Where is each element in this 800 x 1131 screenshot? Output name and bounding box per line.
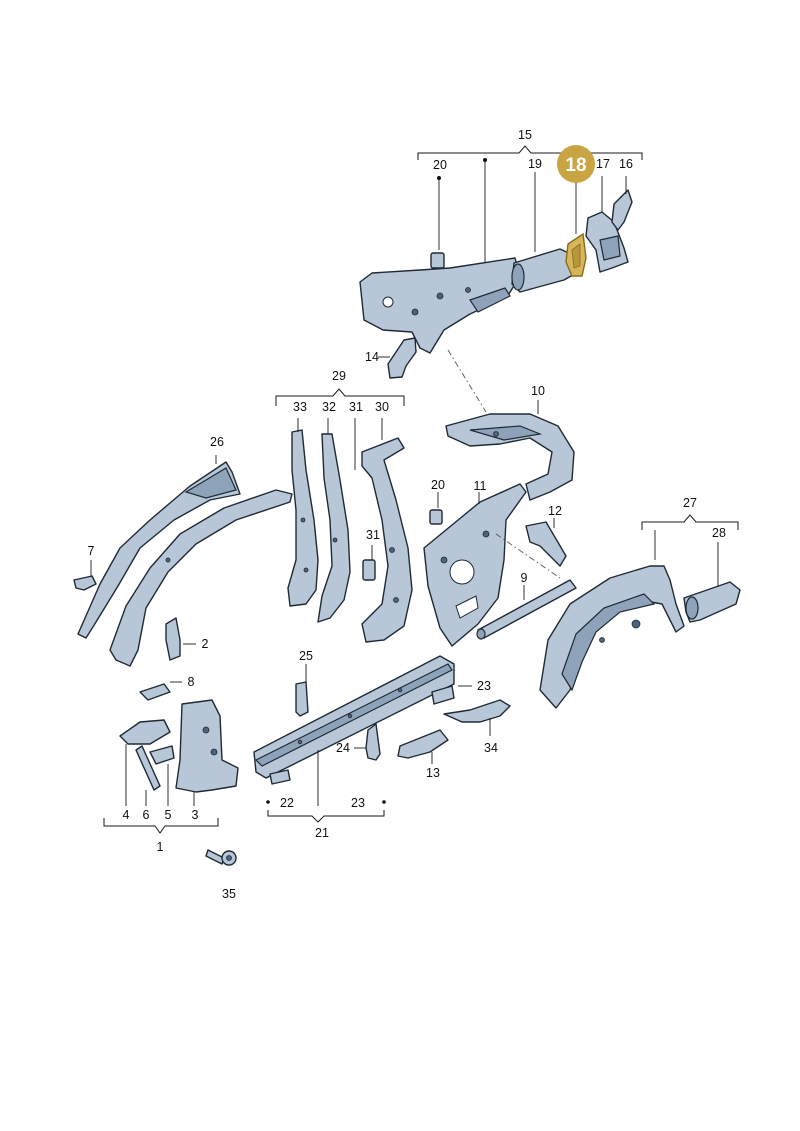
- part-21-sill-panel[interactable]: [253, 655, 455, 806]
- label-2[interactable]: 2: [202, 637, 209, 651]
- part-28-rear-extension[interactable]: 28: [683, 526, 741, 623]
- part-13-bracket[interactable]: 13: [397, 729, 449, 780]
- label-17[interactable]: 17: [596, 157, 610, 171]
- label-24[interactable]: 24: [336, 741, 350, 755]
- label-13[interactable]: 13: [426, 766, 440, 780]
- bracket-group-21: 22 23 21: [266, 796, 386, 840]
- part-32-pillar-reinforcement[interactable]: 32: [317, 400, 351, 623]
- label-group-31-upper: 31: [349, 400, 363, 470]
- label-19[interactable]: 19: [528, 157, 542, 171]
- label-20-mid[interactable]: 20: [431, 478, 445, 492]
- label-18-highlighted[interactable]: 18: [565, 155, 586, 176]
- label-31-upper[interactable]: 31: [349, 400, 363, 414]
- part-17-bracket[interactable]: 17: [585, 157, 629, 273]
- bracket-group-1: 1: [103, 818, 219, 854]
- part-24-bracket[interactable]: 24: [336, 723, 381, 761]
- label-26[interactable]: 26: [210, 435, 224, 449]
- label-21[interactable]: 21: [315, 826, 329, 840]
- label-27[interactable]: 27: [683, 496, 697, 510]
- part-34-reinforcement[interactable]: 34: [443, 699, 511, 755]
- part-9-tube[interactable]: 9: [476, 571, 577, 640]
- label-11[interactable]: 11: [474, 479, 487, 493]
- part-20-clip-mid[interactable]: 20: [429, 478, 445, 525]
- part-12-bracket[interactable]: 12: [525, 504, 567, 567]
- label-10[interactable]: 10: [531, 384, 545, 398]
- part-rear-side-member[interactable]: [359, 158, 521, 354]
- label-35[interactable]: 35: [222, 887, 236, 901]
- part-inner-roof-rail[interactable]: [109, 489, 293, 667]
- label-29[interactable]: 29: [332, 369, 346, 383]
- label-12[interactable]: 12: [548, 504, 562, 518]
- label-28[interactable]: 28: [712, 526, 726, 540]
- label-23-bottom[interactable]: 23: [351, 796, 365, 810]
- part-26-roof-rail[interactable]: 26: [77, 435, 241, 639]
- part-18-bracket-highlighted[interactable]: 18: [557, 145, 595, 277]
- label-23-right[interactable]: 23: [477, 679, 491, 693]
- label-15[interactable]: 15: [518, 128, 532, 142]
- label-3[interactable]: 3: [192, 808, 199, 822]
- label-32[interactable]: 32: [322, 400, 336, 414]
- label-34[interactable]: 34: [484, 741, 498, 755]
- bracket-group-15: 15: [417, 128, 643, 160]
- part-30-pillar-outer[interactable]: 30: [361, 400, 413, 643]
- label-33[interactable]: 33: [293, 400, 307, 414]
- part-35-screw[interactable]: 35: [205, 849, 237, 901]
- label-9[interactable]: 9: [521, 571, 528, 585]
- part-11-inner-side-panel[interactable]: 11: [423, 479, 527, 647]
- bracket-group-29: 29: [275, 369, 405, 406]
- part-3-pillar-base[interactable]: [175, 699, 239, 806]
- label-7[interactable]: 7: [88, 544, 95, 558]
- label-20-top[interactable]: 20: [433, 158, 447, 172]
- part-23-plate[interactable]: 23: [431, 679, 491, 705]
- part-7-small-bracket[interactable]: 7: [73, 544, 97, 591]
- label-8[interactable]: 8: [188, 675, 195, 689]
- label-14[interactable]: 14: [365, 350, 379, 364]
- part-27-outer-wheel-arch[interactable]: [539, 530, 685, 709]
- part-19-extension[interactable]: 19: [511, 157, 579, 293]
- label-31-lower[interactable]: 31: [366, 528, 380, 542]
- part-31-clip[interactable]: 31: [362, 528, 380, 581]
- label-25[interactable]: 25: [299, 649, 313, 663]
- part-20-clip-top[interactable]: 20: [430, 158, 447, 269]
- label-1[interactable]: 1: [157, 840, 164, 854]
- part-16-small-bracket[interactable]: 16: [611, 157, 633, 231]
- part-25-bracket[interactable]: 25: [295, 649, 313, 717]
- part-5-plate[interactable]: [149, 745, 175, 806]
- label-4[interactable]: 4: [123, 808, 130, 822]
- highlight-badge: [557, 145, 595, 183]
- part-14-bracket[interactable]: 14: [365, 337, 417, 379]
- part-6-strut[interactable]: [135, 745, 161, 806]
- label-16[interactable]: 16: [619, 157, 633, 171]
- label-5[interactable]: 5: [165, 808, 172, 822]
- part-2-bracket[interactable]: 2: [165, 617, 209, 661]
- part-10-wheel-housing-upper[interactable]: 10: [445, 384, 575, 501]
- part-8-plate[interactable]: 8: [139, 675, 195, 701]
- label-6[interactable]: 6: [143, 808, 150, 822]
- bracket-group-27: 27: [641, 496, 739, 530]
- label-22[interactable]: 22: [280, 796, 294, 810]
- part-4-bracket[interactable]: [119, 719, 171, 806]
- part-22-plate[interactable]: [269, 769, 291, 785]
- part-33-pillar-inner[interactable]: 33: [287, 400, 319, 607]
- label-30[interactable]: 30: [375, 400, 389, 414]
